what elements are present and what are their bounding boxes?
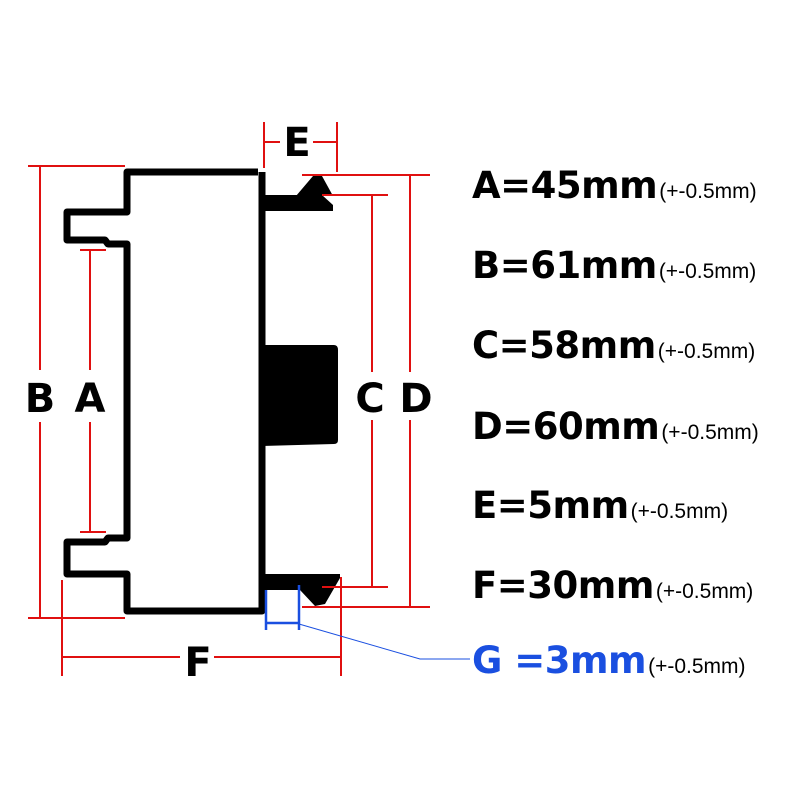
spec-a: A=45mm(+-0.5mm) [472, 164, 757, 207]
spec-c: C=58mm(+-0.5mm) [472, 324, 755, 367]
spec-tolerance: (+-0.5mm) [655, 580, 754, 603]
flange-and-hub [262, 176, 340, 606]
g-dimension [264, 585, 470, 660]
spec-tolerance: (+-0.5mm) [659, 180, 757, 203]
label-a: A [75, 376, 106, 422]
part-outline [63, 168, 266, 615]
label-d: D [399, 376, 432, 422]
dimension-lines [28, 122, 430, 676]
label-c: C [355, 376, 384, 422]
spec-tolerance: (+-0.5mm) [648, 655, 746, 678]
spec-f: F=30mm(+-0.5mm) [472, 564, 753, 607]
spec-tolerance: (+-0.5mm) [657, 340, 756, 363]
label-e: E [283, 120, 310, 166]
spec-value: F=30mm [472, 564, 654, 607]
spec-d: D=60mm(+-0.5mm) [472, 405, 759, 448]
spec-b: B=61mm(+-0.5mm) [472, 244, 756, 287]
spec-tolerance: (+-0.5mm) [661, 421, 759, 444]
spec-value: G =3mm [472, 639, 647, 682]
spec-tolerance: (+-0.5mm) [630, 500, 729, 523]
spec-g: G =3mm(+-0.5mm) [472, 639, 746, 682]
label-b: B [25, 376, 56, 422]
spec-value: C=58mm [472, 324, 656, 367]
spec-value: A=45mm [472, 164, 658, 207]
spec-value: B=61mm [472, 244, 657, 287]
spec-value: D=60mm [472, 405, 660, 448]
spec-tolerance: (+-0.5mm) [658, 260, 757, 283]
spec-e: E=5mm(+-0.5mm) [472, 484, 728, 527]
spec-value: E=5mm [472, 484, 629, 527]
label-f: F [184, 640, 211, 686]
